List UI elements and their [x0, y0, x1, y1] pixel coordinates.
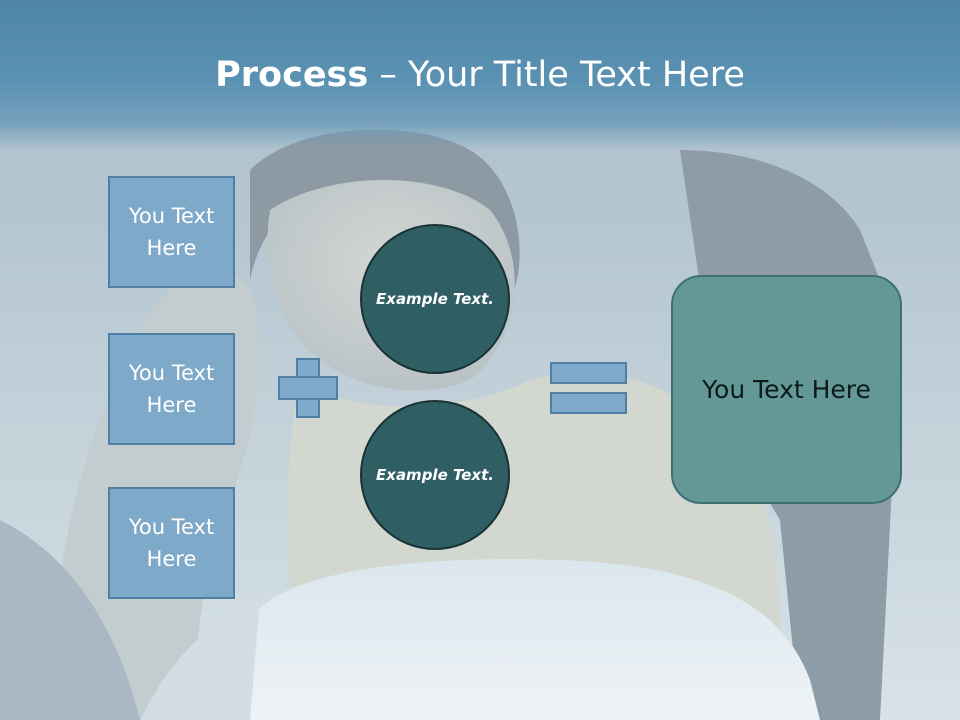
text-box-1: You Text Here — [108, 176, 235, 288]
title-band — [0, 0, 960, 150]
text-box-2: You Text Here — [108, 333, 235, 445]
example-circle-1: Example Text. — [360, 224, 510, 374]
equals-sign-top — [550, 362, 627, 384]
text-box-3: You Text Here — [108, 487, 235, 599]
example-circle-2: Example Text. — [360, 400, 510, 550]
equals-sign-bottom — [550, 392, 627, 414]
plus-sign-center — [298, 378, 318, 398]
title-bold: Process — [215, 55, 369, 95]
result-box: You Text Here — [671, 275, 902, 504]
title-rest: – Your Title Text Here — [368, 55, 745, 95]
slide-title: Process – Your Title Text Here — [0, 50, 960, 100]
